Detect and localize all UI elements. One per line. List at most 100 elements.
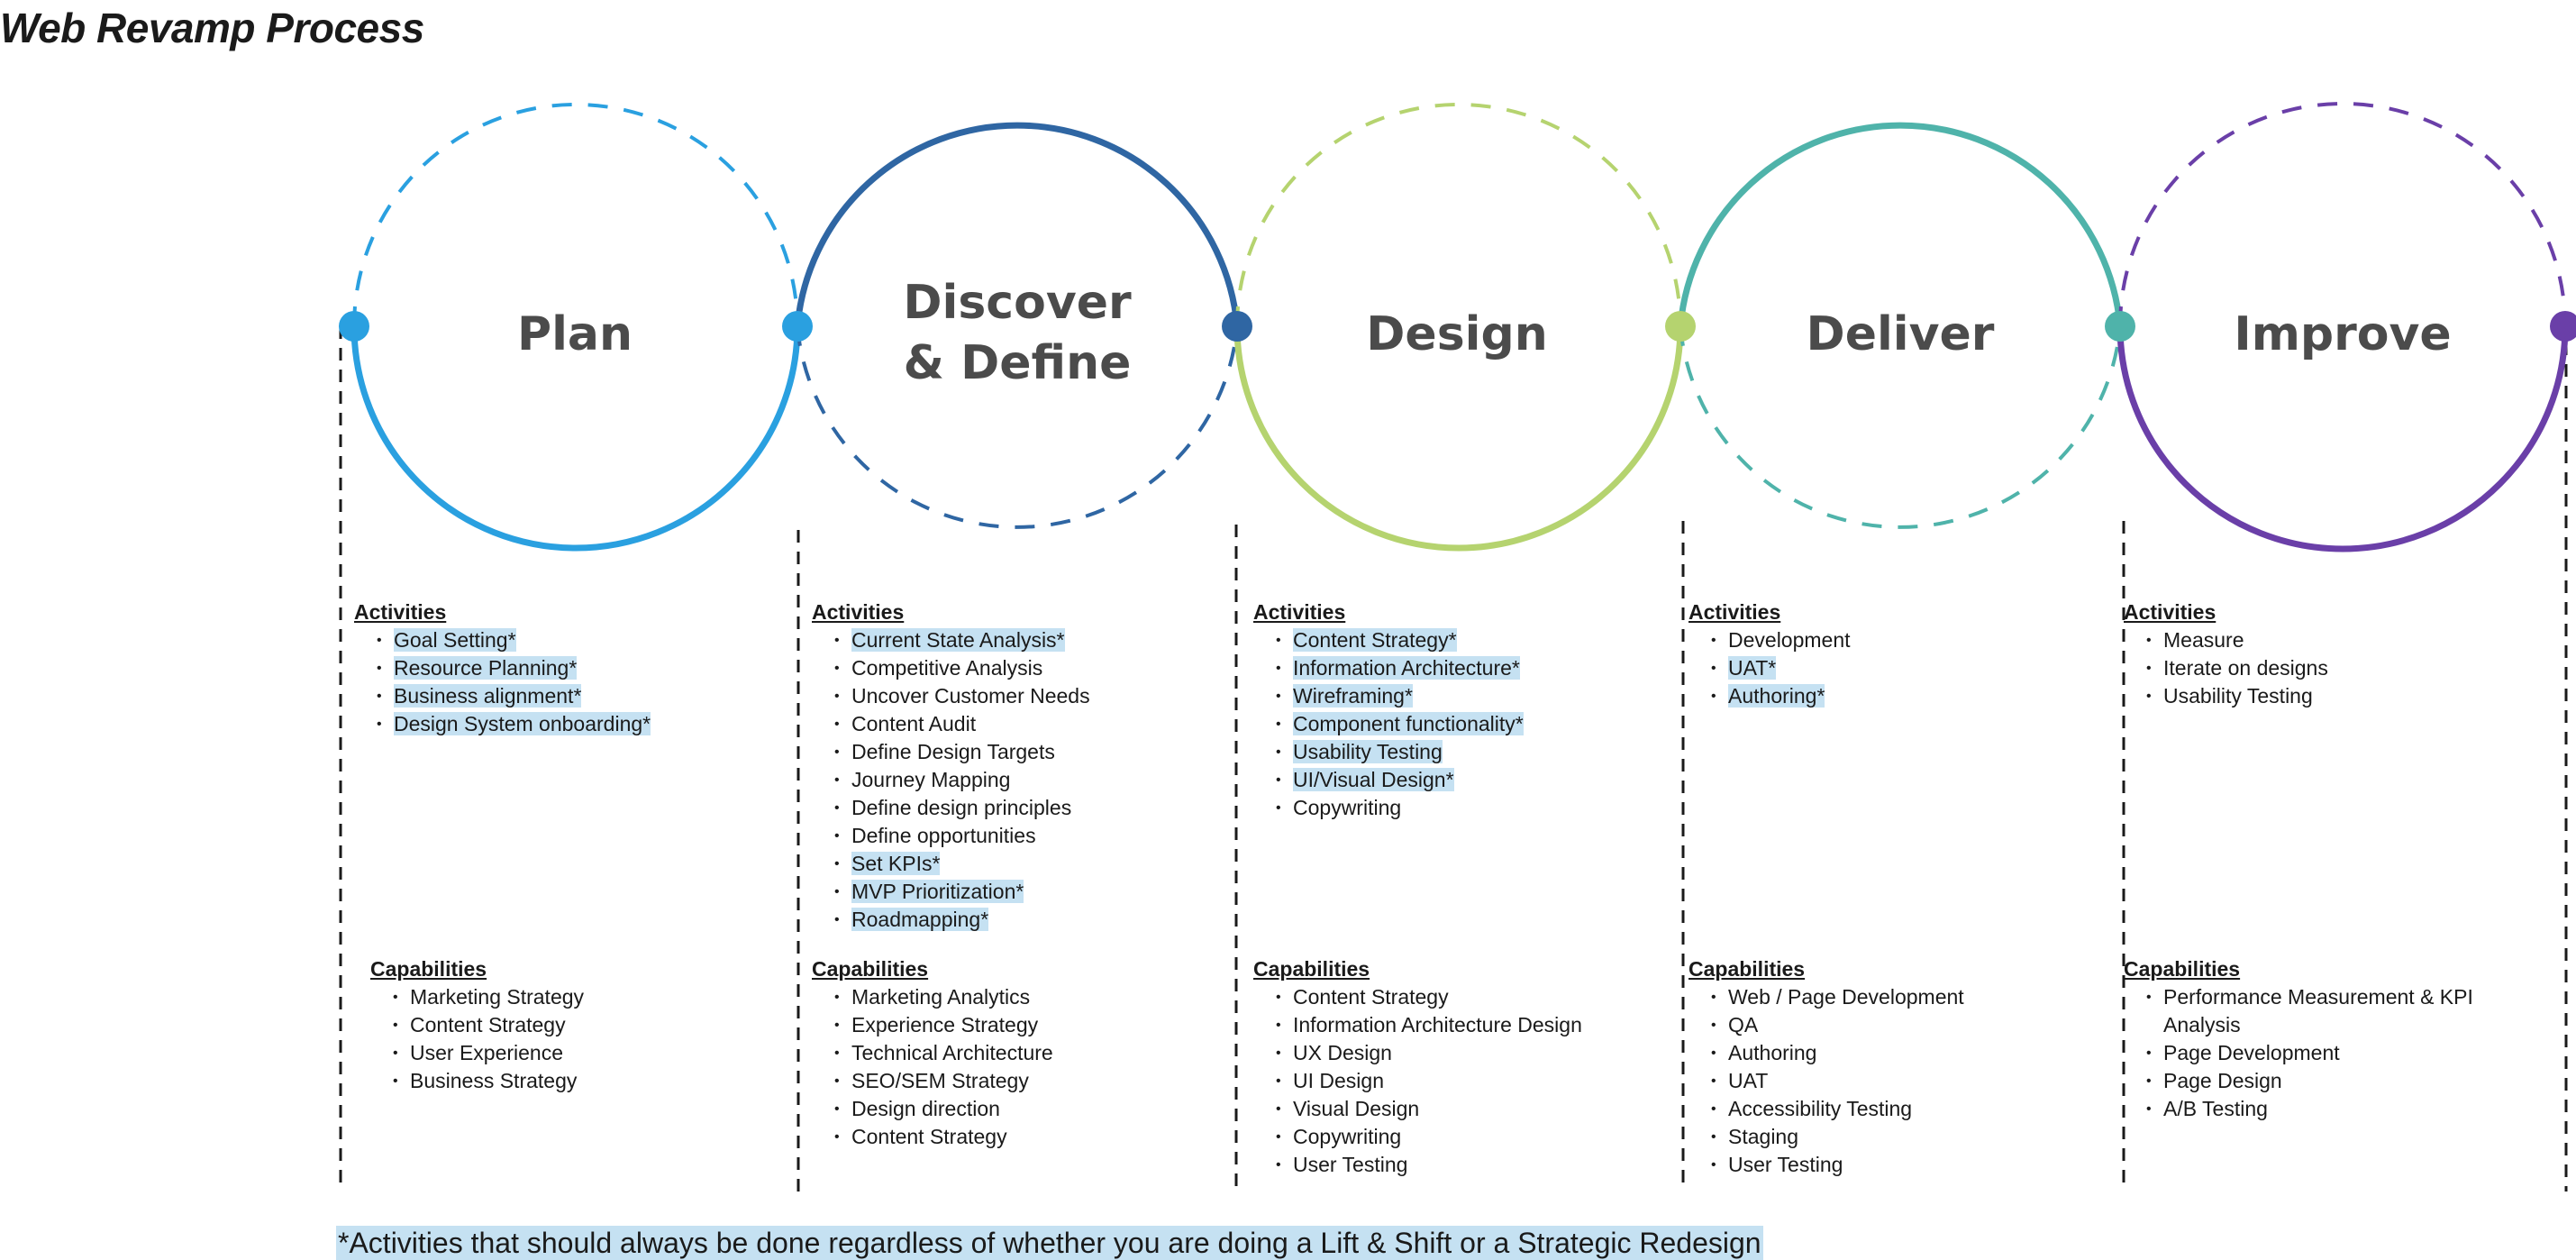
capabilities-heading: Capabilities	[812, 957, 929, 981]
capabilities-list: Web / Page DevelopmentQAAuthoringUATAcce…	[1689, 983, 2085, 1179]
capabilities-list: Content StrategyInformation Architecture…	[1253, 983, 1650, 1179]
activity-text: Uncover Customer Needs	[851, 684, 1090, 708]
capability-item: Design direction	[812, 1095, 1208, 1123]
activity-text: Design System onboarding*	[394, 712, 651, 735]
activity-item: Current State Analysis*	[812, 626, 1208, 654]
activity-item: Goal Setting*	[354, 626, 742, 654]
stage-title-line: Discover	[903, 276, 1132, 330]
activities-list: MeasureIterate on designsUsability Testi…	[2124, 626, 2538, 710]
footnote: *Activities that should always be done r…	[336, 1226, 1763, 1260]
stage-arc-upper-plan	[352, 103, 799, 327]
activity-text: Authoring*	[1728, 684, 1825, 708]
activity-item: Business alignment*	[354, 682, 742, 710]
capabilities-plan: CapabilitiesMarketing StrategyContent St…	[370, 955, 742, 1095]
capability-item: Staging	[1689, 1123, 2085, 1151]
stage-title-line: Deliver	[1807, 307, 1995, 361]
activities-design: ActivitiesContent Strategy*Information A…	[1253, 598, 1650, 822]
activity-item: Development	[1689, 626, 2085, 654]
stage-arc-upper-deliver	[1677, 122, 2124, 327]
activity-text: Set KPIs*	[851, 852, 941, 875]
activity-item: Journey Mapping	[812, 766, 1208, 794]
activity-text: UAT*	[1728, 656, 1777, 680]
stage-node-0	[339, 311, 369, 342]
activity-text: Measure	[2163, 628, 2244, 652]
capability-item: Page Design	[2124, 1067, 2538, 1095]
capability-item: A/B Testing	[2124, 1095, 2538, 1123]
activity-item: Competitive Analysis	[812, 654, 1208, 682]
activity-text: Usability Testing	[1293, 740, 1443, 763]
activity-text: Copywriting	[1293, 796, 1402, 819]
activity-item: Wireframing*	[1253, 682, 1650, 710]
page-title: Web Revamp Process	[0, 5, 424, 51]
capability-item: Content Strategy	[370, 1011, 742, 1039]
activity-text: Roadmapping*	[851, 908, 989, 931]
activity-text: Content Audit	[851, 712, 977, 735]
activity-text: Iterate on designs	[2163, 656, 2328, 680]
capabilities-heading: Capabilities	[370, 957, 487, 981]
stage-node-1	[782, 311, 813, 342]
activity-text: Competitive Analysis	[851, 656, 1043, 680]
capability-item: Accessibility Testing	[1689, 1095, 2085, 1123]
activity-item: Define design principles	[812, 794, 1208, 822]
activity-item: MVP Prioritization*	[812, 878, 1208, 906]
capability-item: Technical Architecture	[812, 1039, 1208, 1067]
activity-item: Content Strategy*	[1253, 626, 1650, 654]
activities-list: Current State Analysis* Competitive Analy…	[812, 626, 1208, 934]
activity-item: Define Design Targets	[812, 738, 1208, 766]
activity-text: Journey Mapping	[851, 768, 1011, 791]
activity-item: Copywriting	[1253, 794, 1650, 822]
stage-title-line: Improve	[2234, 307, 2451, 361]
activities-heading: Activities	[2124, 600, 2216, 624]
activity-item: Roadmapping*	[812, 906, 1208, 934]
activity-text: Usability Testing	[2163, 684, 2313, 708]
activity-item: Define opportunities	[812, 822, 1208, 850]
stage-arc-lower-deliver	[1679, 325, 2122, 529]
stage-title-discover: Discover & Define	[903, 276, 1132, 390]
activity-item: UAT*	[1689, 654, 2085, 682]
capability-item: UAT	[1689, 1067, 2085, 1095]
capability-item: UI Design	[1253, 1067, 1650, 1095]
stage-arc-lower-plan	[350, 325, 801, 552]
activity-item: Set KPIs*	[812, 850, 1208, 878]
capability-item: Copywriting	[1253, 1123, 1650, 1151]
activity-text: Goal Setting*	[394, 628, 516, 652]
stage-title-design: Design	[1366, 307, 1547, 361]
activity-text: Business alignment*	[394, 684, 582, 708]
activities-heading: Activities	[1689, 600, 1781, 624]
activity-text: Define Design Targets	[851, 740, 1055, 763]
capability-item: Marketing Analytics	[812, 983, 1208, 1011]
capabilities-discover: CapabilitiesMarketing AnalyticsExperienc…	[812, 955, 1208, 1151]
capability-item: Content Strategy	[1253, 983, 1650, 1011]
activity-item: UI/Visual Design*	[1253, 766, 1650, 794]
activities-heading: Activities	[812, 600, 905, 624]
activity-text: Development	[1728, 628, 1851, 652]
activities-list: Goal Setting* Resource Planning* Business …	[354, 626, 742, 738]
activity-item: Component functionality*	[1253, 710, 1650, 738]
activity-text: Current State Analysis*	[851, 628, 1065, 652]
activity-item: Measure	[2124, 626, 2538, 654]
capability-item: Information Architecture Design	[1253, 1011, 1650, 1039]
stage-title-plan: Plan	[517, 307, 633, 361]
activity-text: MVP Prioritization*	[851, 880, 1024, 903]
activities-deliver: ActivitiesDevelopmentUAT* Authoring*	[1689, 598, 2085, 710]
activity-text: Resource Planning*	[394, 656, 578, 680]
stage-title-line: & Define	[904, 336, 1132, 390]
activity-text: Information Architecture*	[1293, 656, 1520, 680]
capability-item: SEO/SEM Strategy	[812, 1067, 1208, 1095]
capability-item: Authoring	[1689, 1039, 2085, 1067]
stage-arc-lower-discover	[796, 325, 1239, 529]
capability-item: Business Strategy	[370, 1067, 742, 1095]
activities-heading: Activities	[1253, 600, 1346, 624]
activities-heading: Activities	[354, 600, 447, 624]
stage-arc-lower-design	[1233, 325, 1684, 552]
stage-arc-upper-design	[1235, 103, 1682, 327]
stage-node-3	[1665, 311, 1696, 342]
activity-item: Information Architecture*	[1253, 654, 1650, 682]
capabilities-deliver: CapabilitiesWeb / Page DevelopmentQAAuth…	[1689, 955, 2085, 1179]
stage-arc-lower-improve	[2116, 325, 2569, 552]
activity-item: Usability Testing	[1253, 738, 1650, 766]
activity-text: UI/Visual Design*	[1293, 768, 1454, 791]
activities-list: DevelopmentUAT* Authoring*	[1689, 626, 2085, 710]
activity-text: Component functionality*	[1293, 712, 1524, 735]
